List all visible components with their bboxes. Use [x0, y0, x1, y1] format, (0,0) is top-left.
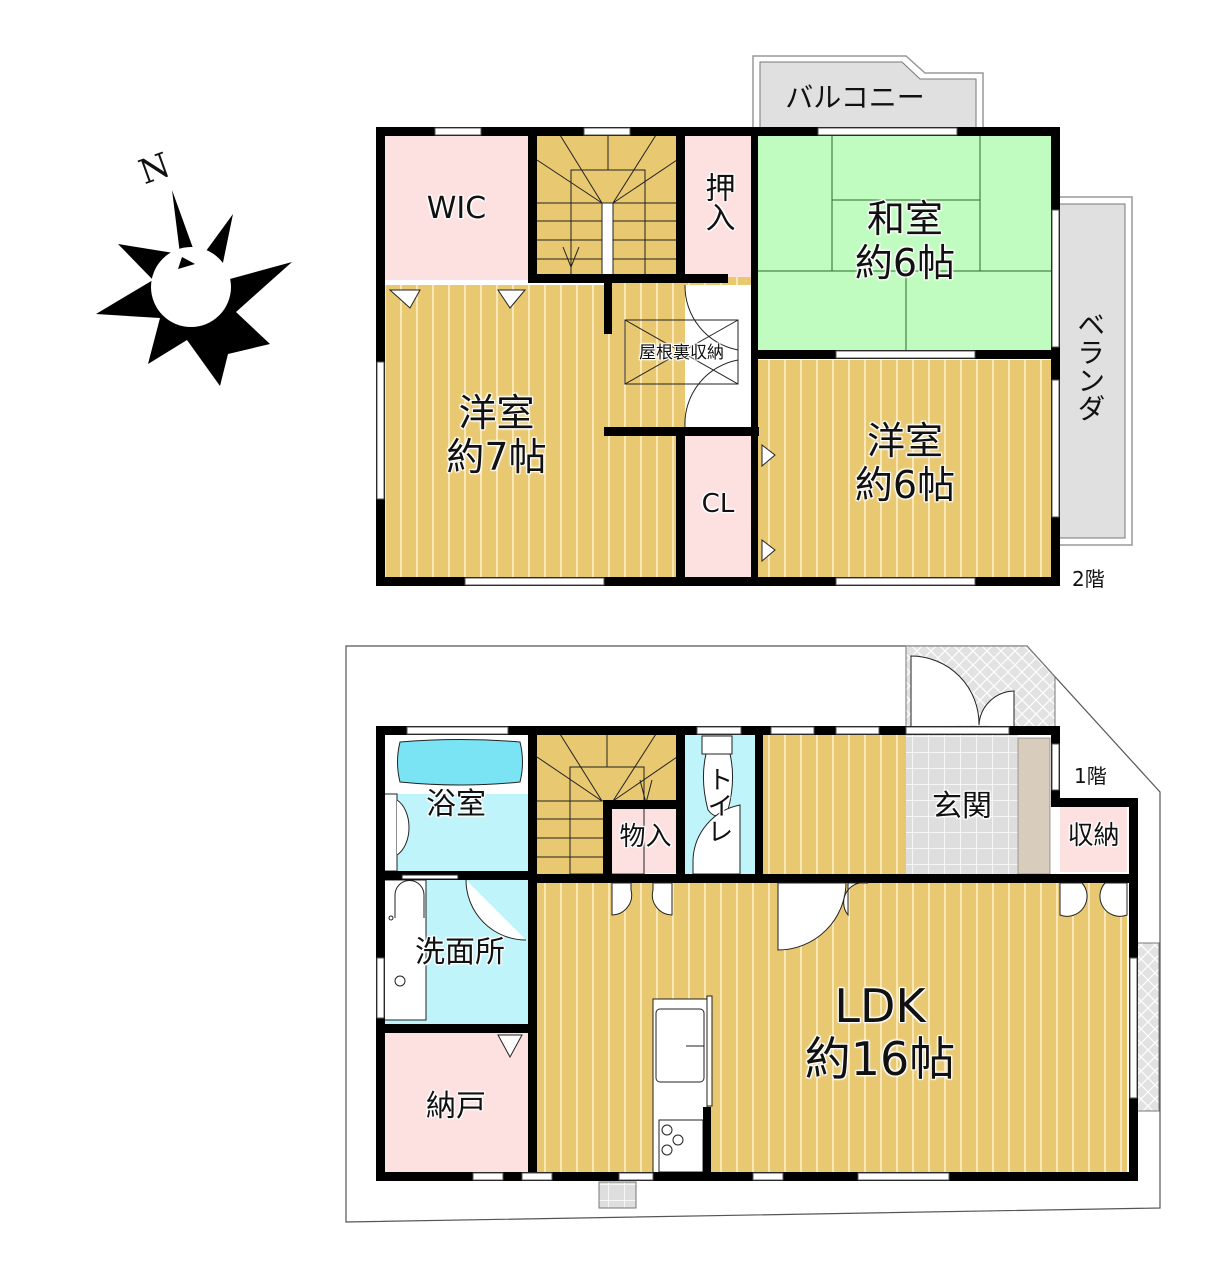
compass-rose-icon	[96, 190, 292, 386]
room-label-closet: CL	[701, 489, 735, 519]
tatami-lines	[758, 135, 1052, 353]
windows-2f	[376, 127, 1060, 586]
doors-1f	[401, 874, 1128, 1059]
yoshitsu7-name: 洋室	[458, 391, 535, 435]
room-label-shuno: 収納	[1067, 821, 1120, 851]
yoshitsu6-size: 約6帖	[854, 462, 956, 507]
room-label-bathroom: 浴室	[426, 787, 486, 822]
bath-fixtures	[383, 734, 528, 1021]
stairs-1f	[536, 733, 678, 875]
floor-label-2f: 2階	[1072, 567, 1105, 591]
yoshitsu6-name: 洋室	[866, 419, 943, 463]
washitsu-name: 和室	[866, 197, 943, 241]
ldk-name: LDK	[834, 979, 926, 1033]
room-label-washroom: 洗面所	[415, 935, 505, 970]
room-label-wic: WIC	[426, 191, 487, 226]
doors-2f	[388, 284, 776, 563]
room-label-yoshitsu-7: 洋室 約7帖	[384, 391, 609, 479]
attic-hatch	[624, 319, 739, 385]
ldk-size: 約16帖	[804, 1031, 956, 1086]
toilet-fixture	[692, 735, 741, 875]
room-label-washitsu: 和室 約6帖	[758, 197, 1052, 285]
outdoor-unit-pad	[598, 942, 1160, 1209]
room-label-entrance: 玄関	[932, 789, 992, 824]
room-label-yoshitsu-6: 洋室 約6帖	[758, 419, 1052, 507]
floor-label-1f: 1階	[1074, 764, 1107, 788]
room-label-balcony: バルコニー	[785, 81, 925, 114]
porch	[905, 645, 1056, 728]
yoshitsu7-size: 約7帖	[446, 434, 547, 479]
room-label-attic-storage: 屋根裏収納	[639, 343, 724, 363]
room-label-veranda: ベランダ	[1073, 310, 1107, 422]
floor2-fills	[384, 135, 1052, 578]
room-label-ldk: LDK 約16帖	[760, 980, 1000, 1086]
room-label-oshiire: 押入	[699, 172, 735, 232]
kitchen-counter	[652, 995, 713, 1174]
windows-1f	[376, 726, 1138, 1181]
washitsu-size: 約6帖	[854, 240, 956, 285]
balcony-area	[752, 55, 984, 129]
room-label-toilet: トイレ	[702, 766, 733, 844]
room-label-monoire: 物入	[619, 822, 672, 852]
stairs-2f	[536, 134, 678, 278]
room-label-nando: 納戸	[426, 1089, 486, 1124]
